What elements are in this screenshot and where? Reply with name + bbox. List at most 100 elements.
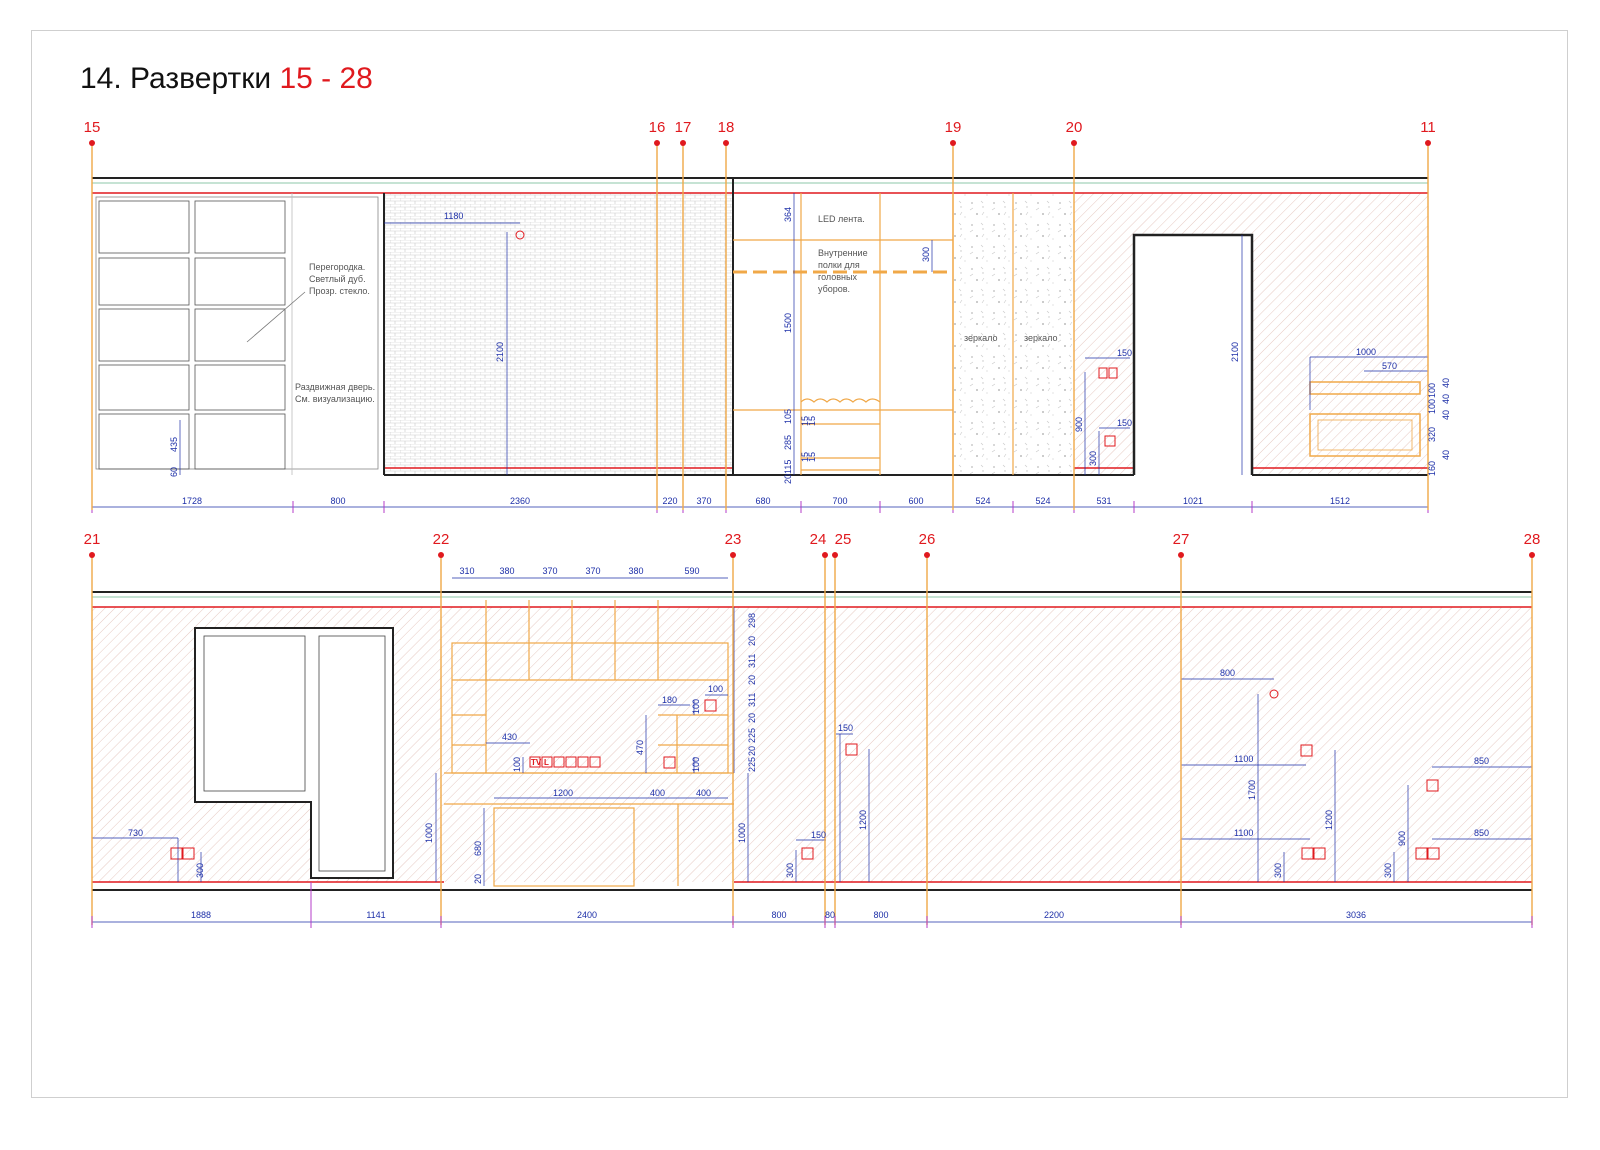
row2-dim-lines	[92, 577, 1532, 923]
page-title: 14. Развертки 15 - 28	[80, 62, 373, 96]
title-range: 15 - 28	[279, 62, 373, 95]
axis-15: 15	[84, 119, 101, 136]
top-dim-370b: 370	[585, 566, 600, 576]
dim2-800: 800	[1220, 668, 1235, 678]
row1-dim-1728: 1728	[182, 496, 202, 506]
axis-22: 22	[433, 531, 450, 548]
side-dim-225b: 225	[747, 757, 757, 772]
dim-1180: 1180	[444, 211, 463, 221]
row2-axis-dots	[89, 552, 1535, 558]
dim-15-b: 15	[807, 452, 817, 462]
dim2-400b: 400	[696, 788, 711, 798]
dim-1500: 1500	[783, 313, 793, 333]
row2-dim-80: 80	[825, 910, 835, 920]
axis-25: 25	[835, 531, 852, 548]
wardrobe-area	[733, 193, 953, 475]
row1-dim-524b: 524	[1035, 496, 1050, 506]
axis-11: 11	[1420, 119, 1436, 136]
title-text: 14. Развертки	[80, 62, 272, 95]
dim-300-b: 300	[1088, 451, 1098, 466]
axis-17: 17	[675, 119, 692, 136]
axis-26: 26	[919, 531, 936, 548]
note-mirror-1: зеркало	[964, 333, 998, 343]
dim-2100-a: 2100	[495, 342, 505, 362]
side-dim-20d: 20	[747, 746, 757, 756]
dim-s320: 320	[1427, 427, 1437, 442]
dim2-1700: 1700	[1247, 780, 1257, 800]
dim2-100b: 100	[691, 699, 701, 714]
dim2-150b: 150	[838, 723, 853, 733]
note-led: LED лента.	[818, 214, 865, 224]
dim-15-d: 15	[800, 452, 810, 462]
window	[194, 627, 394, 879]
dim-20: 20	[783, 474, 793, 484]
dim-s160: 160	[1427, 461, 1437, 476]
dim-60: 60	[169, 467, 179, 477]
axis-21: 21	[84, 531, 101, 548]
dim-s40c: 40	[1441, 410, 1451, 420]
row2-elevation: TV L	[84, 531, 1541, 928]
note-partition-2: Светлый дуб.	[309, 274, 366, 284]
dim-15-c: 15	[800, 416, 810, 426]
dim-300: 300	[921, 247, 931, 262]
row2-dim-1888: 1888	[191, 910, 211, 920]
top-dim-370a: 370	[542, 566, 557, 576]
row2-dim-1141: 1141	[366, 910, 385, 920]
dim-105: 105	[783, 409, 793, 424]
row2-dim-800b: 800	[873, 910, 888, 920]
kitchen-cabinets	[444, 600, 734, 887]
dim-570: 570	[1382, 361, 1397, 371]
dim2-730: 730	[128, 828, 143, 838]
axis-23: 23	[725, 531, 742, 548]
note-door-2: См. визуализацию.	[295, 394, 375, 404]
axis-18: 18	[718, 119, 735, 136]
axis-27: 27	[1173, 531, 1190, 548]
dim2-100c: 100	[708, 684, 723, 694]
dim2-1200c: 1200	[1324, 810, 1334, 830]
row1-dim-680: 680	[755, 496, 770, 506]
dim-435: 435	[169, 437, 179, 452]
dim-364: 364	[783, 207, 793, 222]
note-shelves-1: Внутренние	[818, 248, 868, 258]
dim-s100b: 100	[1427, 399, 1437, 414]
dim2-850a: 850	[1474, 756, 1489, 766]
dim-150-b: 150	[1117, 418, 1132, 428]
dim2-100a: 100	[512, 757, 522, 772]
dim2-1100b: 1100	[1234, 828, 1253, 838]
door-frame	[1132, 233, 1254, 475]
tv-label: TV	[531, 758, 542, 767]
dim2-1000a: 1000	[424, 823, 434, 843]
note-partition-3: Прозр. стекло.	[309, 286, 370, 296]
side-dim-20c: 20	[747, 713, 757, 723]
brick-wall	[384, 193, 733, 475]
row1-axis-dots	[89, 140, 1431, 146]
axis-28: 28	[1524, 531, 1541, 548]
row2-dim-2400: 2400	[577, 910, 597, 920]
dim2-430: 430	[502, 732, 517, 742]
axis-16: 16	[649, 119, 666, 136]
row1-dim-800: 800	[330, 496, 345, 506]
row1-dim-1021: 1021	[1183, 496, 1203, 506]
row1-dim-524a: 524	[975, 496, 990, 506]
side-dim-298: 298	[747, 613, 757, 628]
note-mirror-2: зеркало	[1024, 333, 1058, 343]
top-dim-310: 310	[459, 566, 474, 576]
dim2-300c: 300	[1273, 863, 1283, 878]
top-dim-380a: 380	[499, 566, 514, 576]
dim2-900: 900	[1397, 831, 1407, 846]
dim2-180: 180	[662, 695, 677, 705]
row1-dim-220: 220	[662, 496, 677, 506]
row1-dim-700: 700	[832, 496, 847, 506]
dim-2100-b: 2100	[1230, 342, 1240, 362]
row1-axis-lines	[91, 143, 1429, 510]
row2-dim-2200: 2200	[1044, 910, 1064, 920]
row2-dim-3036: 3036	[1346, 910, 1366, 920]
l-label: L	[544, 758, 549, 767]
row2-axis-lines	[91, 555, 1533, 925]
dim-s40b: 40	[1441, 394, 1451, 404]
side-dim-20a: 20	[747, 636, 757, 646]
top-dim-380b: 380	[628, 566, 643, 576]
glass-partition	[95, 193, 379, 475]
note-shelves-2: полки для	[818, 260, 860, 270]
